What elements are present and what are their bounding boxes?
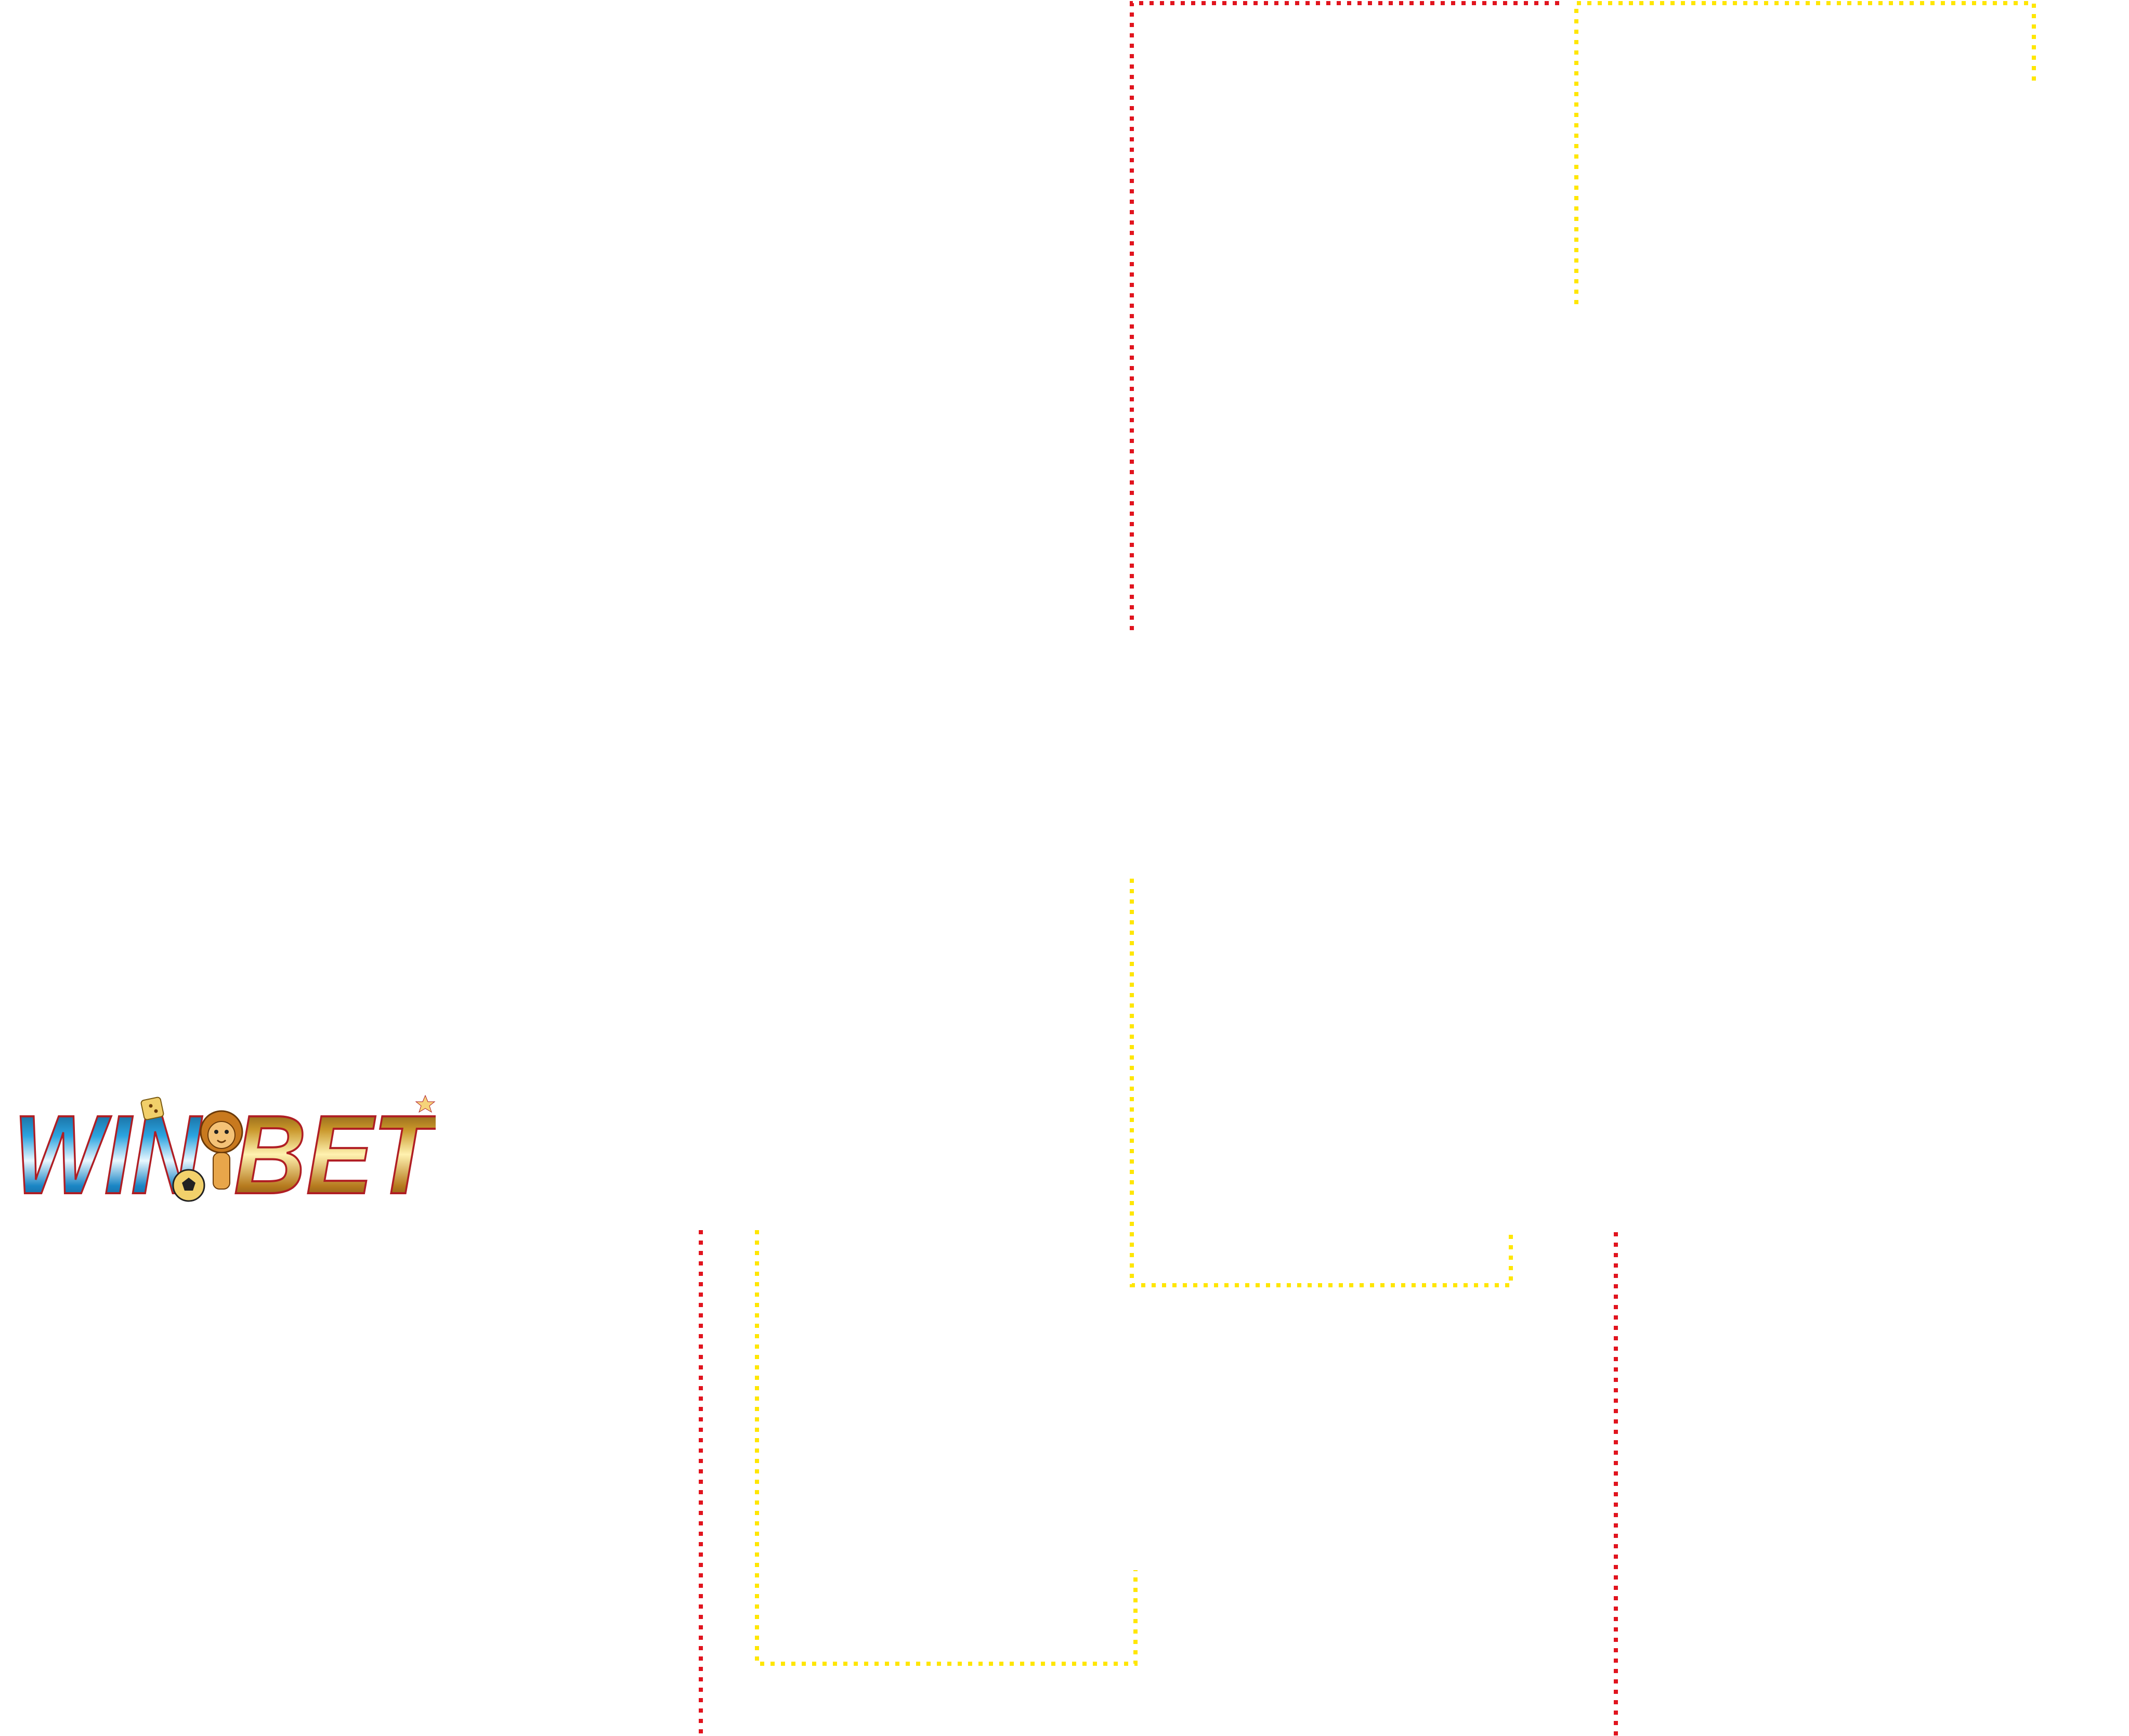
logo-win-text: WIN [14, 1094, 202, 1206]
star-icon [415, 1094, 436, 1113]
yellow-dotted-frame-bottom [755, 1230, 1138, 1666]
yellow-dotted-frame-top [1574, 1, 2036, 304]
soccer-ball-icon [172, 1169, 205, 1202]
logo-bet-text: BET [234, 1094, 436, 1206]
yellow-dotted-frame-middle [1130, 879, 1513, 1287]
lion-mascot-icon [140, 1097, 243, 1190]
red-dotted-frame-bottom [699, 1230, 1618, 1736]
red-dotted-frame-top [1130, 1, 1565, 630]
winbet-logo: WIN BET [9, 1091, 442, 1218]
